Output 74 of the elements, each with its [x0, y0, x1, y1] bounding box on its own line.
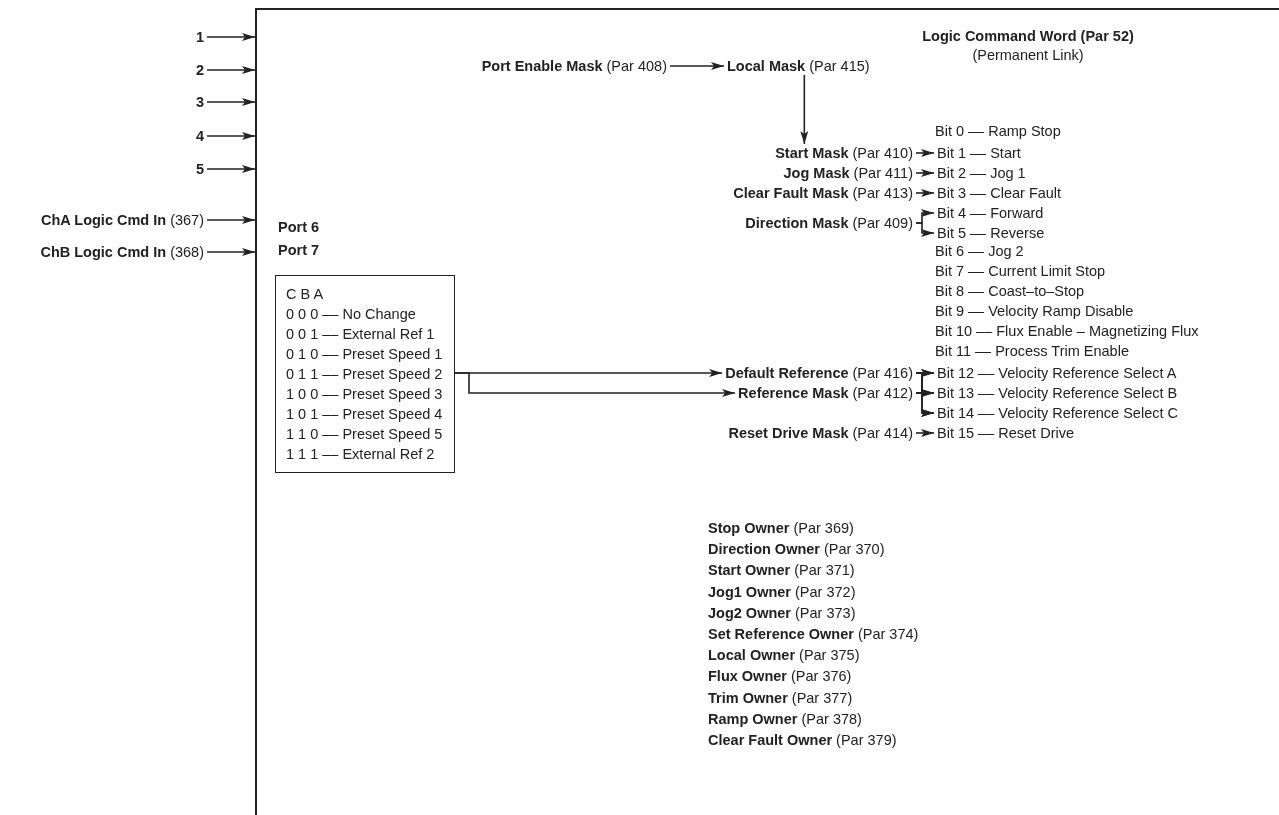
arrow [915, 169, 935, 177]
owner-label: Set Reference Owner (Par 374) [707, 625, 920, 643]
arrow [915, 392, 935, 417]
mask-label: Clear Fault Mask (Par 413) [730, 184, 916, 202]
owner-label: Flux Owner (Par 376) [707, 667, 853, 686]
arrow [206, 98, 256, 106]
bit-label: Bit 2 –– Jog 1 [934, 164, 1029, 182]
truth-table-box [275, 275, 455, 473]
arrow [800, 74, 809, 145]
mask-label: Reset Drive Mask (Par 414) [725, 424, 916, 442]
arrow [454, 372, 736, 397]
bit-label: Bit 8 –– Coast–to–Stop [934, 282, 1086, 300]
mask-label: Reference Mask (Par 412) [735, 384, 916, 402]
mask-label: Start Mask (Par 410) [772, 144, 916, 162]
table-row-text: 1 0 0 –– Preset Speed 3 [286, 385, 444, 404]
logic-block-frame [255, 8, 1279, 815]
owner-label: Start Owner (Par 371) [707, 561, 856, 580]
input-label: ChA Logic Cmd In (367) [38, 211, 207, 229]
owner-label: Jog1 Owner (Par 372) [707, 582, 857, 601]
bit-label: Bit 11 –– Process Trim Enable [934, 342, 1130, 360]
bit-label: Bit 14 –– Velocity Reference Select C [934, 404, 1181, 422]
arrow [206, 216, 256, 224]
port-label: Port 7 [277, 241, 321, 259]
owner-label: Ramp Owner (Par 378) [707, 709, 863, 728]
port-label: Port 6 [277, 218, 321, 236]
arrow [206, 248, 256, 256]
reference-label: Default Reference (Par 416) [722, 364, 916, 382]
bit-label: Bit 7 –– Current Limit Stop [934, 262, 1107, 280]
input-label: ChB Logic Cmd In (368) [37, 243, 207, 261]
subtitle-text: (Permanent Link) [971, 46, 1085, 64]
table-row-text: 0 1 0 –– Preset Speed 1 [286, 345, 444, 364]
arrow [915, 429, 935, 437]
arrow [206, 33, 256, 41]
bit-label: Bit 13 –– Velocity Reference Select B [934, 384, 1181, 402]
arrow [915, 149, 935, 157]
port-number: 4 [192, 127, 207, 145]
port-number: 2 [192, 61, 207, 79]
table-row-text: C B A [286, 285, 325, 304]
table-row-text: 1 1 0 –– Preset Speed 5 [286, 425, 444, 444]
bit-label: Bit 15 –– Reset Drive [934, 424, 1077, 442]
table-row-text: 0 0 0 –– No Change [286, 305, 417, 324]
bit-label: Bit 10 –– Flux Enable – Magnetizing Flux [934, 322, 1200, 340]
table-row-text: 0 0 1 –– External Ref 1 [286, 325, 436, 344]
owner-label: Jog2 Owner (Par 373) [707, 603, 857, 622]
owner-label: Direction Owner (Par 370) [707, 540, 886, 559]
owner-label: Local Owner (Par 375) [707, 646, 861, 665]
bit-label: Bit 3 –– Clear Fault [934, 184, 1065, 202]
arrow [206, 165, 256, 173]
title-text: Logic Command Word (Par 52) [921, 27, 1135, 45]
table-row-text: 0 1 1 –– Preset Speed 2 [286, 365, 444, 384]
table-row-text: 1 0 1 –– Preset Speed 4 [286, 405, 444, 424]
port-number: 5 [192, 160, 207, 178]
owner-label: Clear Fault Owner (Par 379) [707, 731, 898, 749]
mask-label: Direction Mask (Par 409) [742, 214, 916, 232]
bit-label: Bit 1 –– Start [934, 144, 1024, 162]
bit-label: Bit 4 –– Forward [934, 204, 1047, 222]
port-number: 3 [192, 93, 207, 111]
mask-label: Local Mask (Par 415) [724, 57, 873, 75]
bit-label: Bit 12 –– Velocity Reference Select A [934, 364, 1180, 382]
arrow [206, 132, 256, 140]
bit-label: Bit 6 –– Jog 2 [934, 242, 1025, 260]
mask-label: Jog Mask (Par 411) [780, 164, 916, 182]
arrow [915, 222, 935, 237]
table-row-text: 1 1 1 –– External Ref 2 [286, 445, 436, 464]
arrow [669, 62, 725, 70]
arrow [915, 189, 935, 197]
mask-label: Port Enable Mask (Par 408) [478, 57, 670, 75]
bit-label: Bit 5 –– Reverse [934, 224, 1048, 242]
owner-label: Stop Owner (Par 369) [707, 519, 855, 537]
arrow [206, 66, 256, 74]
port-number: 1 [192, 28, 207, 46]
owner-label: Trim Owner (Par 377) [707, 688, 854, 707]
bit-label: Bit 0 –– Ramp Stop [934, 122, 1062, 140]
bit-label: Bit 9 –– Velocity Ramp Disable [934, 302, 1135, 320]
